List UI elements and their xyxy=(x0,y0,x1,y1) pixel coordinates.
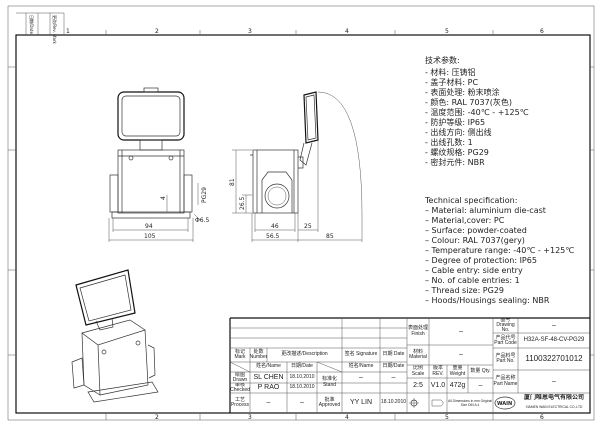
grid-col-2-bottom: 2 xyxy=(155,414,159,421)
spec-cn-item: - 螺纹规格: PG29 xyxy=(425,147,489,157)
spec-en-title: Technical specification: xyxy=(424,196,517,205)
spec-cn-item: - 出线方向: 侧出线 xyxy=(425,127,492,137)
revision-corner-table: 日期/Date 更改/Rev. Mark xyxy=(16,12,65,45)
corner-rev-label: 更改/Rev. Mark xyxy=(52,15,58,45)
dim-85: 85 xyxy=(326,233,334,240)
spec-cn-item: - 颜色: RAL 7037(灰色) xyxy=(425,97,512,107)
outer-frame xyxy=(7,5,595,421)
grid-col-3: 3 xyxy=(248,28,252,35)
spec-en-item: – Temperature range: -40℃ - +125℃ xyxy=(425,246,574,255)
grid-col-6-bottom: 6 xyxy=(540,414,544,421)
front-view: 94 105 4 Φ6.5 PG29 xyxy=(108,87,209,242)
dim-105: 105 xyxy=(144,233,156,240)
inner-frame xyxy=(15,34,591,414)
spec-en-item: – Hoods/Housings sealing: NBR xyxy=(425,296,550,305)
spec-en-item: – Surface: powder-coated xyxy=(425,226,527,235)
dim-56-5: 56.5 xyxy=(266,233,280,240)
grid-col-2: 2 xyxy=(155,28,159,35)
spec-cn-item: - 密封元件: NBR xyxy=(425,157,485,167)
spec-cn-item: - 出线孔数: 1 xyxy=(425,137,473,147)
grid-col-4: 4 xyxy=(345,28,349,35)
spec-cn-item: - 防护等级: IP65 xyxy=(425,117,485,127)
spec-cn-item: - 温度范围: -40℃ - +125℃ xyxy=(425,107,529,117)
corner-date-label: 日期/Date xyxy=(29,15,35,34)
spec-english: Technical specification: – Material: alu… xyxy=(424,196,574,305)
dim-46: 46 xyxy=(271,223,279,230)
spec-cn-item: - 表面处理: 粉末喷涂 xyxy=(425,87,500,97)
grid-col-3-bottom: 3 xyxy=(248,414,252,421)
company-logo: WAIN xyxy=(494,396,516,410)
grid-col-5: 5 xyxy=(445,28,449,35)
projection-symbol-icon xyxy=(409,398,444,408)
height-dimensions: 81 26.5 xyxy=(229,149,252,214)
spec-en-item: – Material: aluminium die-cast xyxy=(425,206,546,215)
dim-thread: PG29 xyxy=(201,187,208,203)
spec-en-item: – Degree of protection: IP65 xyxy=(425,256,537,265)
spec-en-item: – No. of cable entries: 1 xyxy=(425,276,520,285)
spec-chinese: 技术参数: - 材料: 压铸铝 - 盖子材料: PC - 表面处理: 粉末喷涂 … xyxy=(425,55,529,167)
title-block-grid: WAIN xyxy=(229,317,590,413)
dim-25: 25 xyxy=(304,223,312,230)
spec-cn-item: - 盖子材料: PC xyxy=(425,77,478,87)
isometric-view xyxy=(71,269,159,403)
dim-94: 94 xyxy=(145,223,153,230)
spec-en-item: – Cable entry: side entry xyxy=(425,266,523,275)
dim-81: 81 xyxy=(229,178,236,186)
grid-col-1: 1 xyxy=(66,28,70,35)
dim-hole: Φ6.5 xyxy=(195,217,209,224)
spec-en-item: – Material,cover: PC xyxy=(425,216,505,225)
spec-cn-item: - 材料: 压铸铝 xyxy=(425,67,476,77)
grid-col-5-bottom: 5 xyxy=(445,414,449,421)
dim-26-5: 26.5 xyxy=(239,196,246,210)
spec-en-item: – Colour: RAL 7037(gery) xyxy=(425,236,525,245)
dim-4: 4 xyxy=(160,196,167,200)
grid-col-6: 6 xyxy=(540,28,544,35)
grid-columns: 1 2 3 4 5 6 2 3 4 5 6 xyxy=(8,28,594,421)
spec-cn-title: 技术参数: xyxy=(425,55,460,65)
grid-col-4-bottom: 4 xyxy=(345,414,349,421)
side-view: 46 56.5 25 85 xyxy=(250,91,363,242)
logo-text: WAIN xyxy=(497,401,512,407)
spec-en-item: – Thread size: PG29 xyxy=(425,286,504,295)
